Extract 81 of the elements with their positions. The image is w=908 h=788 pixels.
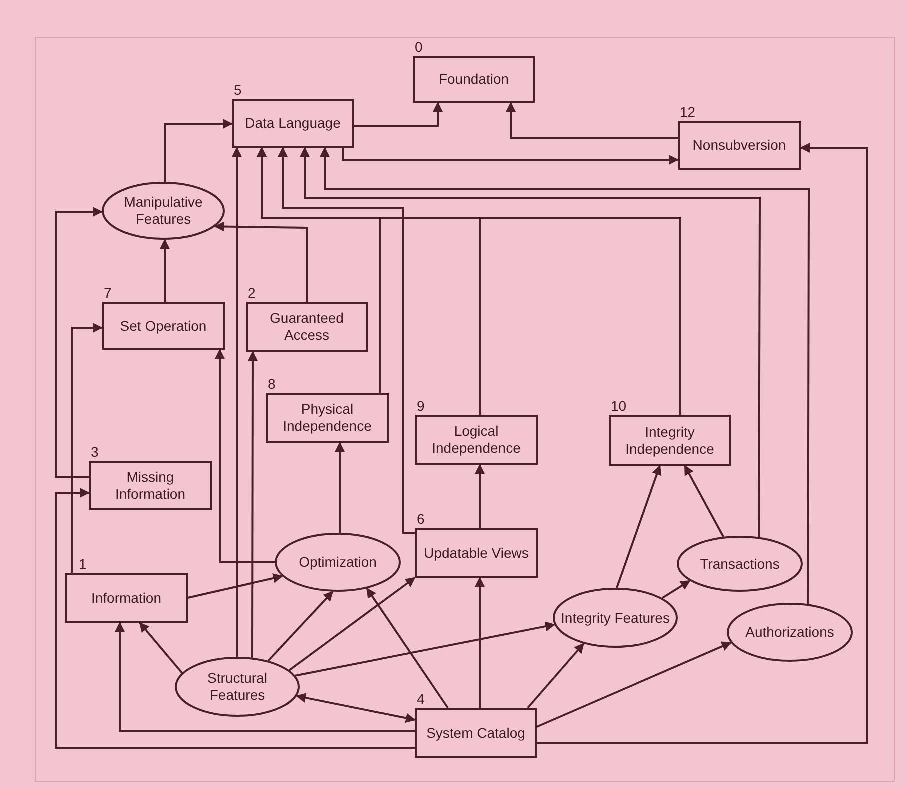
node-number: 6	[417, 512, 425, 527]
arrow	[215, 349, 275, 563]
node-label: Transactions	[699, 556, 781, 572]
process-box	[413, 56, 535, 103]
arrow	[278, 147, 415, 534]
arrow	[335, 442, 345, 533]
node-number: 7	[104, 286, 112, 301]
node-label: Foundation	[438, 71, 510, 88]
node-number: 4	[417, 692, 425, 707]
node-label: Integrity Features	[560, 610, 671, 626]
arrow	[366, 588, 449, 709]
arrow	[320, 147, 810, 604]
process-box	[102, 302, 225, 350]
node-label: Nonsubversion	[692, 137, 788, 154]
arrow	[354, 102, 443, 127]
arrow	[268, 591, 334, 662]
arrow	[342, 148, 679, 165]
arrow	[537, 143, 868, 744]
arrow	[115, 622, 415, 732]
arrow	[662, 580, 691, 600]
arrow	[475, 577, 485, 708]
node-label: Updatable Views	[423, 544, 530, 562]
feature-ellipse	[727, 603, 853, 662]
process-box	[89, 461, 212, 510]
feature-ellipse	[677, 536, 803, 592]
process-box	[415, 528, 538, 578]
process-box	[609, 415, 731, 466]
node-label: Optimization	[298, 554, 378, 571]
feature-ellipse	[175, 657, 300, 717]
node-label: Logical Independence	[431, 423, 522, 457]
process-box	[232, 99, 354, 148]
feature-ellipse	[553, 588, 678, 648]
node-number: 12	[680, 105, 696, 120]
arrow	[536, 642, 732, 728]
arrow	[160, 239, 170, 302]
node-number: 5	[234, 83, 242, 98]
arrow	[55, 488, 415, 749]
node-label: Missing Information	[114, 468, 187, 502]
node-label: Structural Features	[206, 670, 268, 704]
node-number: 10	[611, 399, 627, 414]
arrow	[300, 147, 761, 538]
arrow	[55, 207, 103, 478]
arrow	[139, 622, 183, 674]
node-label: Set Operation	[119, 318, 208, 334]
node-label: Physical Independence	[282, 401, 373, 435]
node-number: 8	[268, 377, 276, 392]
arrow	[257, 147, 681, 415]
arrow	[214, 222, 308, 302]
node-number: 3	[91, 445, 99, 460]
node-number: 0	[415, 40, 423, 55]
node-number: 1	[79, 557, 87, 572]
node-label: Information	[90, 590, 163, 606]
arrow	[288, 577, 416, 672]
node-number: 9	[417, 399, 425, 414]
arrow	[527, 643, 585, 709]
arrow	[296, 693, 416, 724]
process-box	[246, 302, 368, 352]
process-box	[415, 708, 537, 758]
feature-ellipse	[275, 533, 401, 592]
node-label: Manipulative Features	[123, 194, 204, 228]
arrow	[475, 464, 485, 528]
arrow	[71, 323, 103, 573]
arrow	[616, 465, 662, 588]
node-label: Guaranteed Access	[269, 310, 345, 344]
arrow	[506, 102, 678, 139]
arrow	[232, 147, 242, 657]
process-box	[266, 393, 389, 443]
arrow	[248, 351, 258, 658]
arrow	[295, 622, 556, 677]
arrow	[164, 119, 233, 182]
node-label: Authorizations	[744, 624, 836, 641]
node-label: System Catalog	[426, 724, 526, 742]
process-box	[678, 121, 801, 170]
arrow	[188, 574, 284, 599]
process-box	[65, 573, 188, 623]
feature-ellipse	[102, 182, 225, 240]
node-label: Integrity Independence	[624, 424, 716, 458]
process-box	[415, 415, 538, 465]
node-number: 2	[248, 286, 256, 301]
arrow	[684, 465, 724, 538]
node-label: Data Language	[244, 115, 342, 132]
